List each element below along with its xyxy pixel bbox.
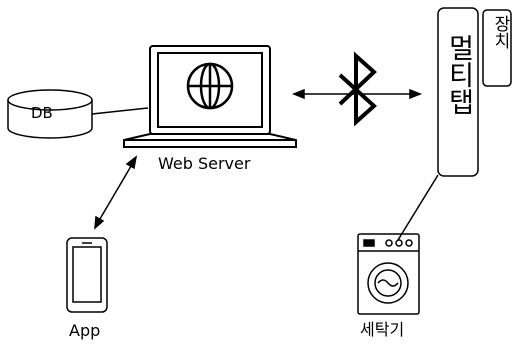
- app-label: App: [69, 321, 101, 340]
- multitap-washer-connector: [397, 174, 439, 241]
- device-box: [482, 9, 512, 87]
- db-connector: [91, 107, 149, 115]
- globe-icon: [186, 62, 234, 110]
- washing-machine-icon: [357, 233, 420, 315]
- laptop-icon: [123, 45, 297, 148]
- database-icon: [7, 89, 93, 139]
- multitap-label: 멀티탭: [443, 34, 474, 115]
- db-label: DB: [31, 104, 53, 122]
- smartphone-icon: [66, 237, 108, 313]
- web-server-label: Web Server: [158, 154, 251, 173]
- washer-label: 세탁기: [360, 320, 405, 339]
- device-label: 장치: [490, 15, 510, 49]
- multitap-box: [437, 7, 479, 177]
- server-app-link-arrow: [94, 155, 138, 230]
- bluetooth-icon: [338, 51, 377, 127]
